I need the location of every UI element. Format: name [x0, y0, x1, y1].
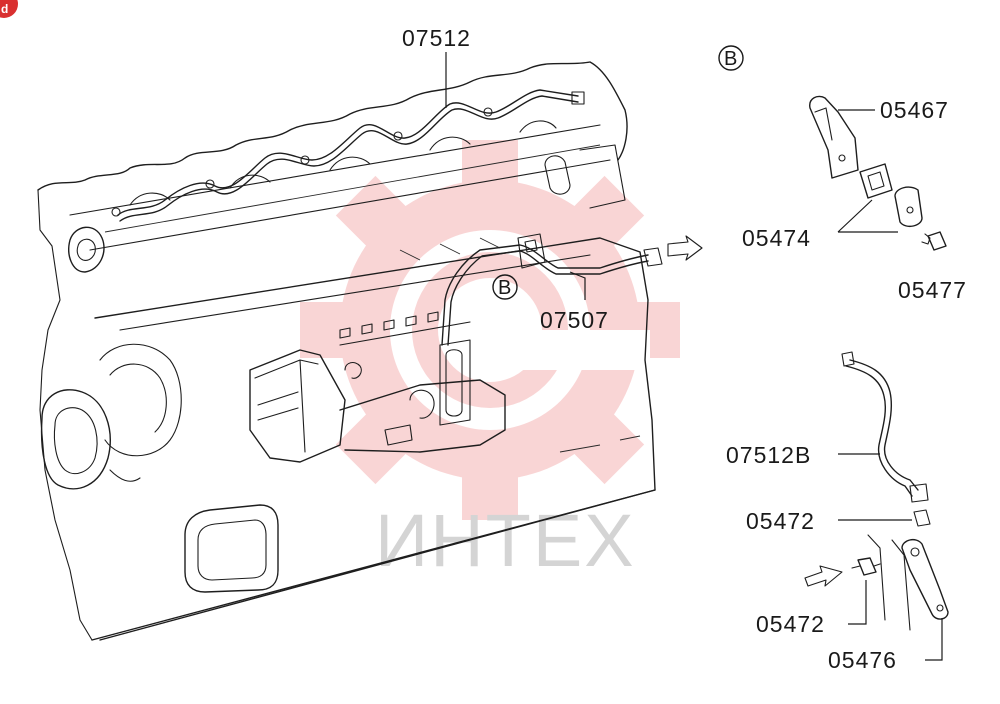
part-label-05476: 05476 — [828, 647, 897, 673]
pipe-07512b-drawing — [838, 351, 931, 527]
pipe-07507-drawing — [441, 233, 703, 346]
part-label-05472-upper: 05472 — [746, 508, 815, 534]
svg-text:d: d — [1, 2, 8, 16]
part-label-05472-lower: 05472 — [756, 611, 825, 637]
watermark-text: ИНТЕХ — [375, 499, 636, 582]
callout-b-detail: B — [718, 45, 744, 71]
callout-b-engine: B — [492, 274, 518, 300]
corner-badge-icon: d — [0, 0, 18, 18]
lower-detail-drawing — [804, 534, 949, 661]
detail-b-parts-drawing — [809, 95, 947, 251]
leader-07507 — [569, 271, 586, 300]
engine-block-drawing — [37, 61, 656, 641]
part-label-05467: 05467 — [880, 97, 949, 123]
part-label-07512: 07512 — [402, 25, 471, 51]
svg-text:B: B — [498, 277, 511, 299]
part-label-05474: 05474 — [742, 225, 811, 251]
pipe-07512-drawing — [111, 89, 585, 222]
part-label-05477: 05477 — [898, 277, 967, 303]
part-label-07512b: 07512B — [726, 442, 811, 468]
part-label-07507: 07507 — [540, 307, 609, 333]
watermark-gear-logo — [300, 140, 680, 520]
svg-text:B: B — [724, 48, 737, 70]
